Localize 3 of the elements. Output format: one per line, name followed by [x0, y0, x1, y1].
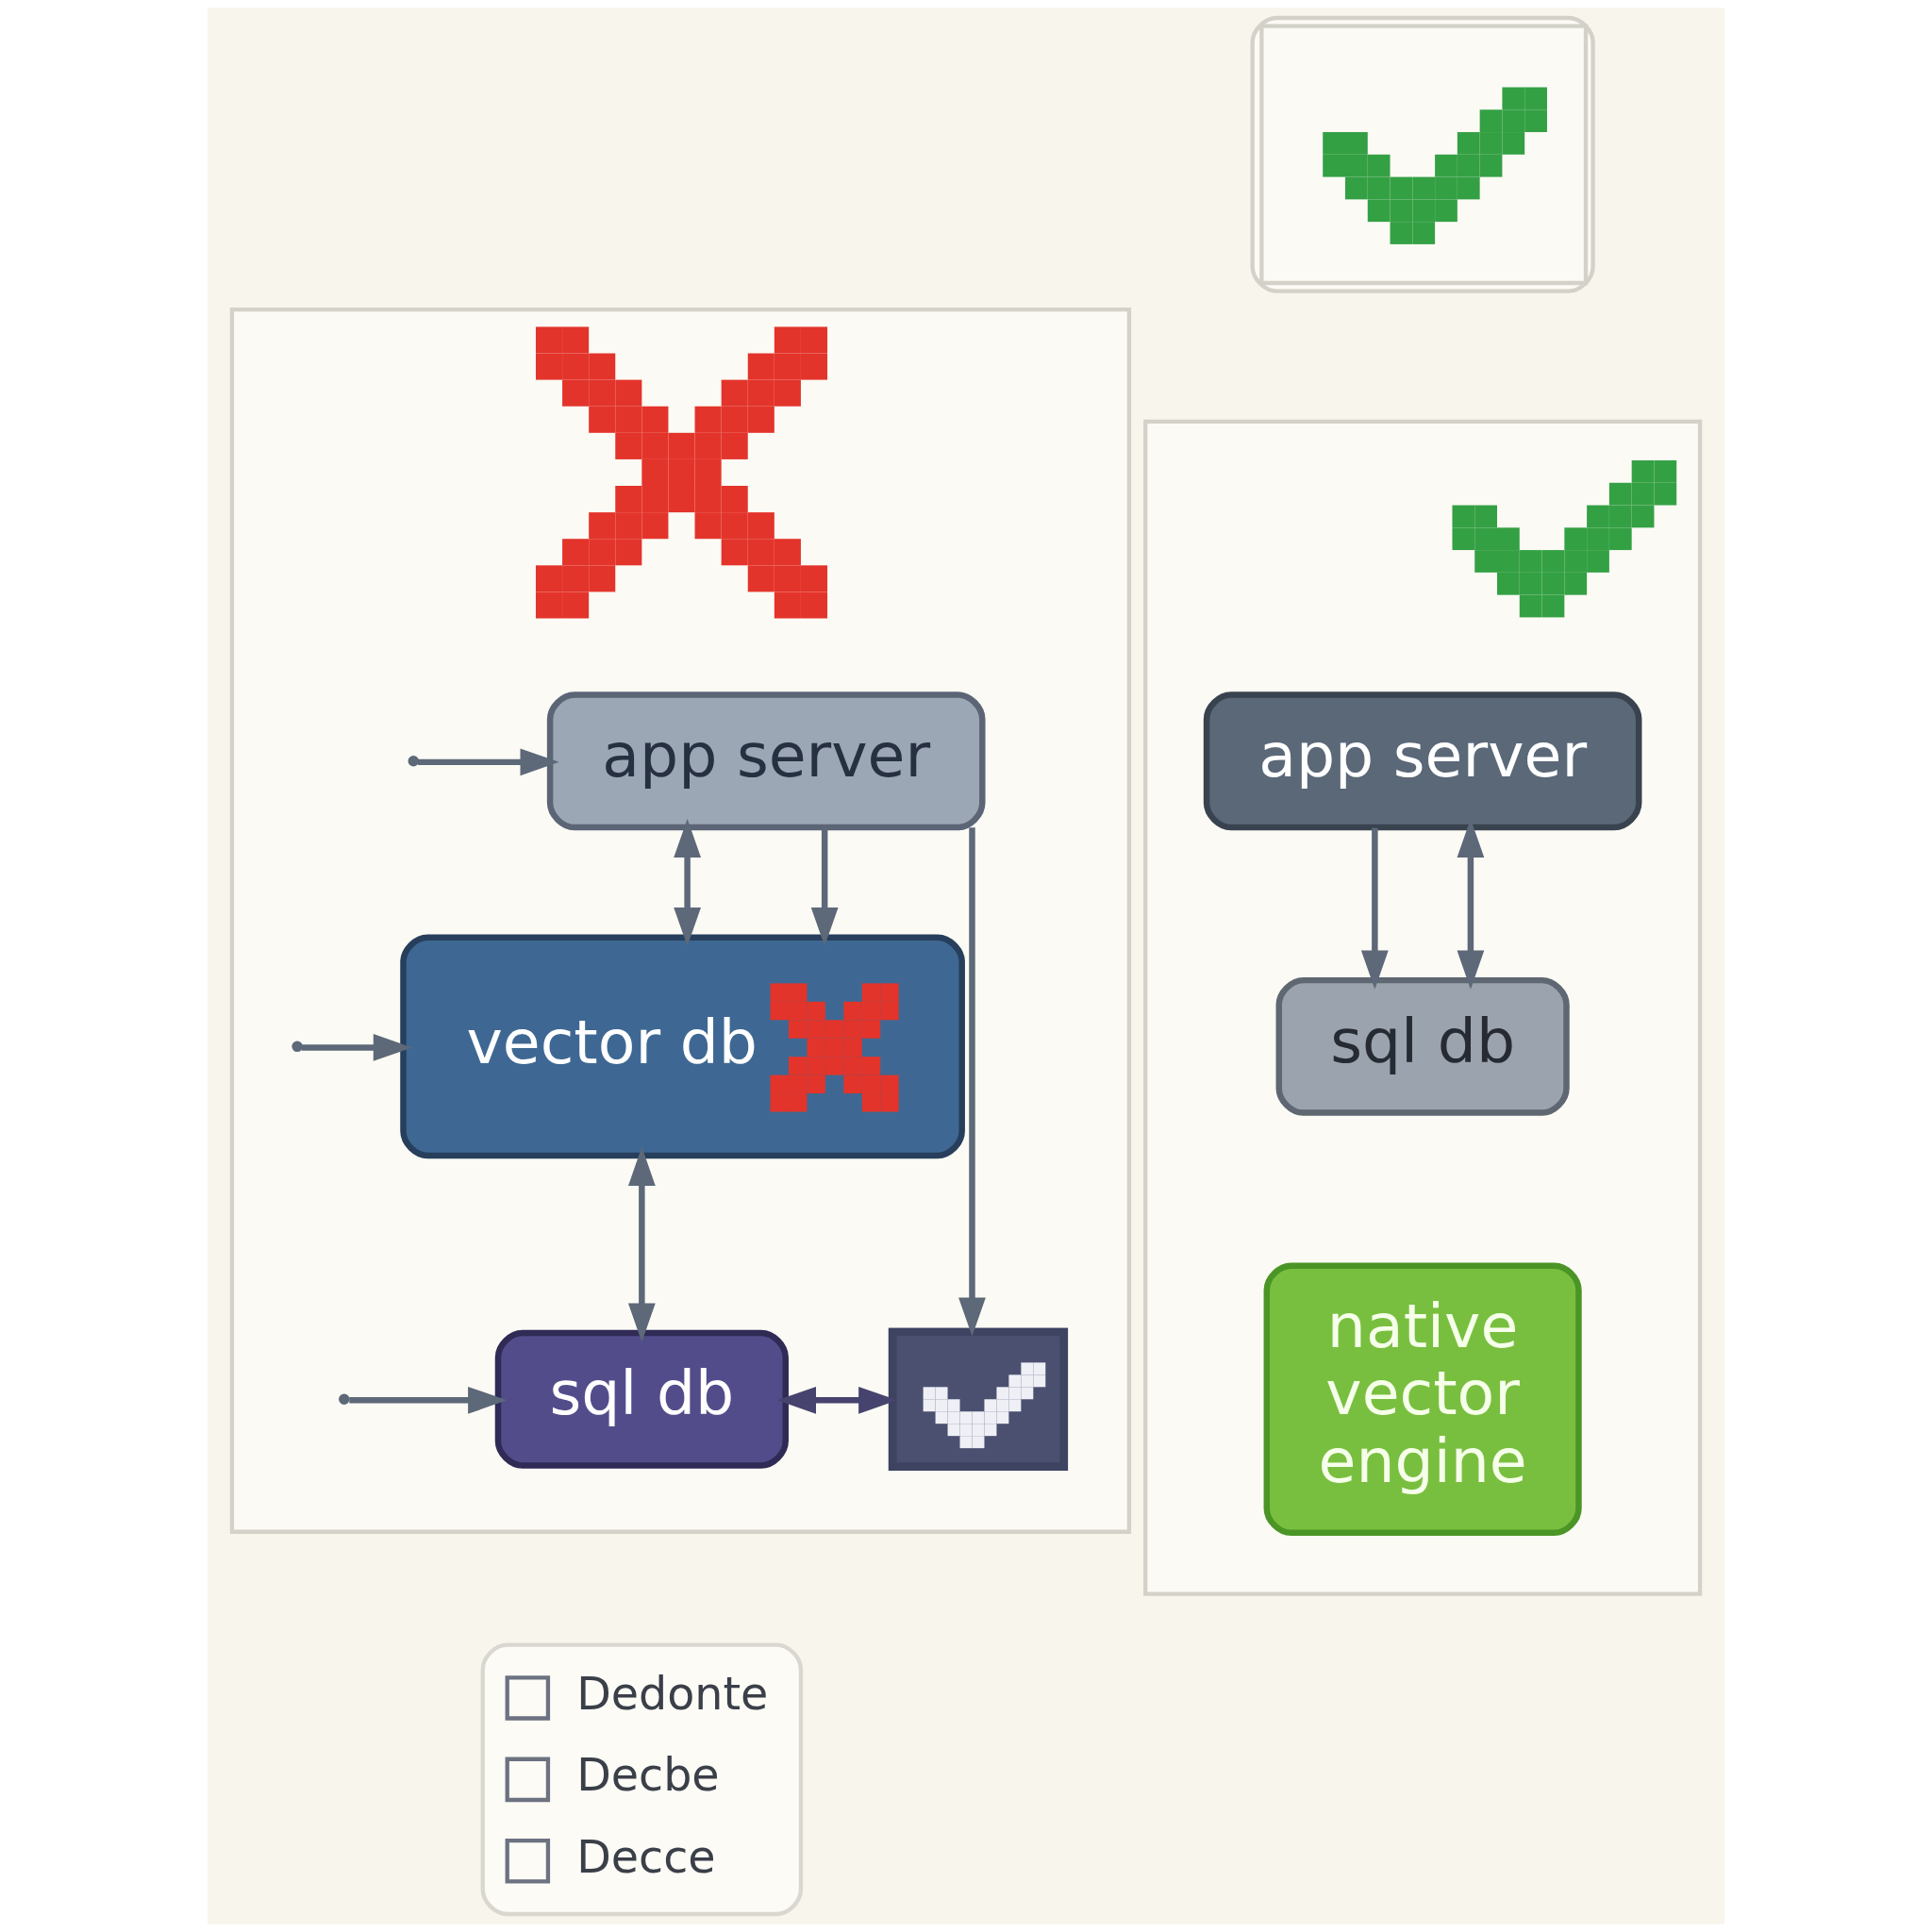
legend-label: Decce [576, 1830, 716, 1883]
legend-label: Decbe [576, 1749, 720, 1802]
legend-label: Dedonte [576, 1668, 769, 1721]
